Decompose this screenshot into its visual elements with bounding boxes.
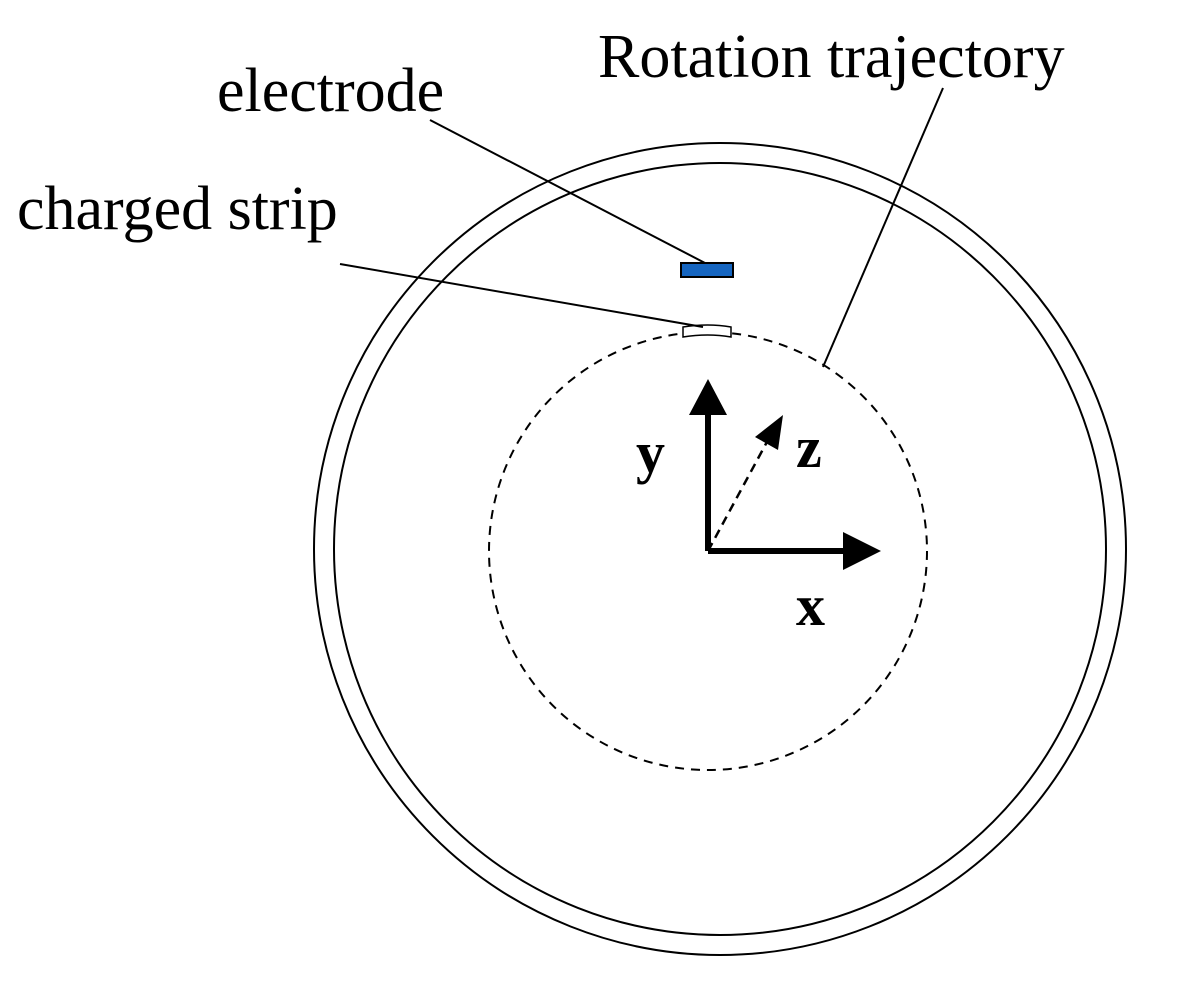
z-axis-arrowhead [755,415,783,450]
y-axis-label: y [636,420,665,485]
outer-housing-circle [313,142,1127,956]
y-axis-arrowhead [689,379,727,415]
z-axis-line [706,439,770,552]
coordinate-axes [689,379,881,570]
charged-strip-label: charged strip [17,175,338,243]
electrode-leader [429,119,706,264]
charged-strip-shape [682,324,732,338]
electrode-rect [680,262,734,278]
x-axis-arrowhead [843,532,881,570]
z-axis-label: z [796,415,822,480]
x-axis-label: x [796,573,825,638]
electrode-label: electrode [217,57,444,125]
rotation-trajectory-label: Rotation trajectory [598,23,1065,91]
rotation-trajectory-leader [822,87,944,368]
charged-strip-leader [339,263,704,328]
inner-housing-circle [333,162,1107,936]
